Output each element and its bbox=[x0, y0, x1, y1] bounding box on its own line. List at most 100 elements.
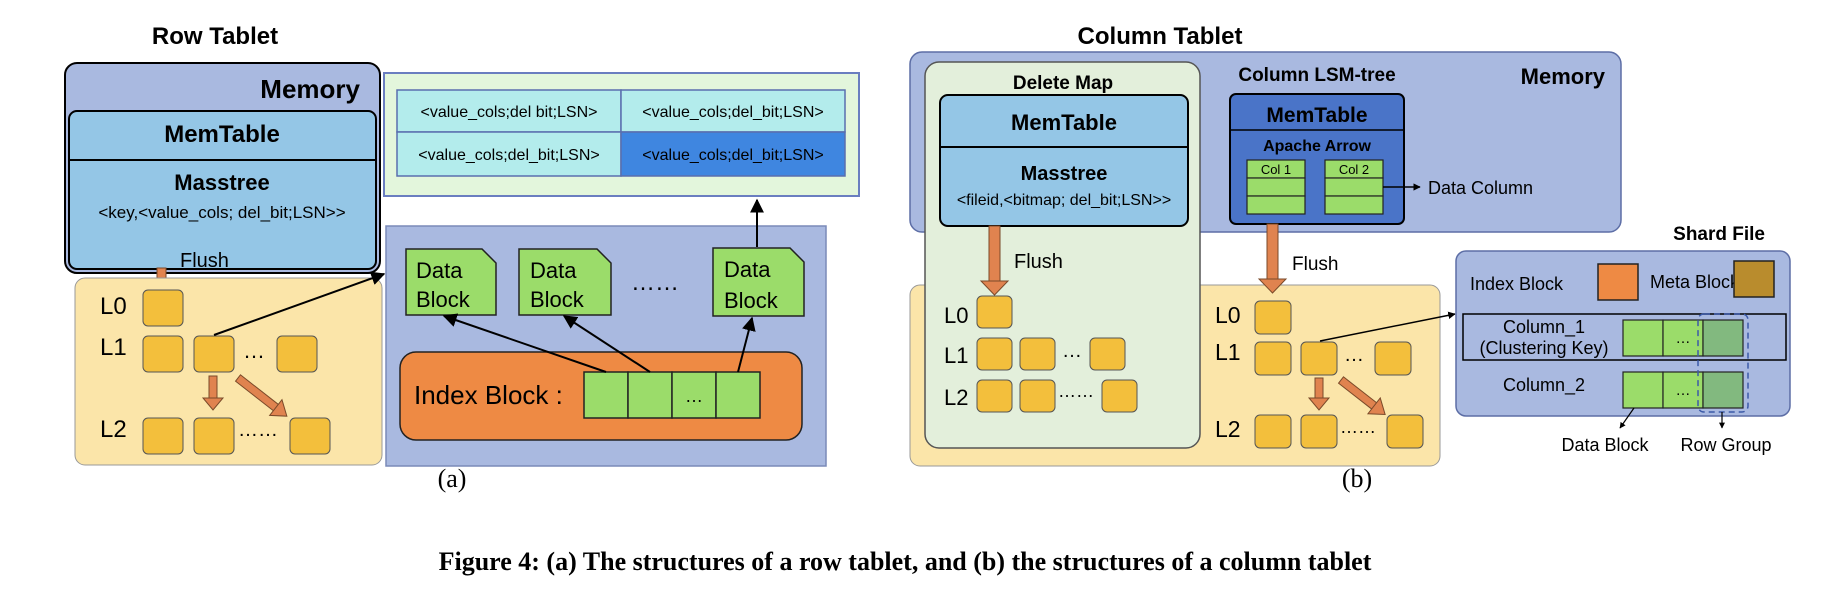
shard-meta-block-swatch bbox=[1733, 260, 1775, 298]
shard-c1-block-3 bbox=[1702, 319, 1744, 357]
column-lsm-title: Column LSM-tree bbox=[1238, 65, 1395, 86]
delete-map-flush-arrow bbox=[979, 225, 1010, 296]
lsm-l0-block bbox=[1254, 300, 1292, 335]
lsm-l2-block-2 bbox=[1300, 414, 1338, 449]
row-index-arrow-3 bbox=[737, 316, 756, 373]
lsm-l1-block-1 bbox=[1254, 341, 1292, 376]
shard-column2-label: Column_2 bbox=[1503, 375, 1585, 396]
lsm-compaction-arrow-diagonal bbox=[1337, 376, 1386, 416]
lsm-memtable-label: MemTable bbox=[1266, 104, 1367, 127]
row-sst-pointer-arrow bbox=[213, 271, 386, 336]
data-column-label: Data Column bbox=[1428, 178, 1533, 198]
row-data-block-ellipsis: …… bbox=[631, 269, 679, 296]
row-group-label: Row Group bbox=[1680, 435, 1771, 455]
row-l2-block-3 bbox=[289, 417, 331, 455]
lsm-compaction-arrow-down bbox=[1307, 377, 1331, 411]
row-index-arrow-1 bbox=[442, 313, 607, 373]
row-compaction-arrow-down bbox=[201, 375, 225, 411]
row-index-ellipsis: … bbox=[685, 386, 703, 406]
data-block-pointer bbox=[1619, 407, 1635, 429]
dm-level-l0: L0 bbox=[944, 303, 968, 328]
row-index-entries: … bbox=[583, 371, 761, 419]
shard-c2-block-2 bbox=[1662, 371, 1704, 409]
row-masstree-entry: <key,<value_cols; del_bit;LSN>> bbox=[98, 203, 345, 222]
row-memtable-box bbox=[68, 110, 377, 270]
row-l2-ellipsis: …… bbox=[238, 419, 278, 441]
dm-l1-ellipsis: … bbox=[1062, 340, 1082, 362]
dm-l1-block-2 bbox=[1019, 337, 1056, 371]
column-tablet-title: Column Tablet bbox=[1078, 23, 1243, 50]
row-memtable-label: MemTable bbox=[164, 121, 280, 148]
lsm-l1-block-3 bbox=[1374, 341, 1412, 376]
lsm-to-shard-arrow bbox=[1319, 311, 1456, 342]
svg-text:Col 1: Col 1 bbox=[1261, 162, 1291, 177]
row-level-l1: L1 bbox=[100, 334, 127, 361]
shard-c1-block-2 bbox=[1662, 319, 1704, 357]
shard-c2-block-1 bbox=[1622, 371, 1664, 409]
dm-level-l1: L1 bbox=[944, 343, 968, 368]
row-l2-block-1 bbox=[142, 417, 184, 455]
row-values-cell-1-0: <value_cols;del_bit;LSN> bbox=[418, 147, 599, 164]
row-l0-block bbox=[142, 289, 184, 327]
row-l1-block-3 bbox=[276, 335, 318, 373]
svg-text:Data: Data bbox=[724, 257, 771, 282]
lsm-l1-block-2 bbox=[1300, 341, 1338, 376]
dm-l2-block-3 bbox=[1101, 379, 1138, 413]
delete-map-title: Delete Map bbox=[1013, 73, 1113, 94]
row-values-cell-1-1: <value_cols;del_bit;LSN> bbox=[642, 147, 823, 164]
row-compaction-arrow-diagonal bbox=[234, 374, 288, 417]
lsm-l2-block-3 bbox=[1386, 414, 1424, 449]
lsm-level-l1: L1 bbox=[1215, 339, 1241, 365]
row-data-block-3: Data Block bbox=[712, 247, 805, 317]
caption-b: (b) bbox=[1342, 464, 1372, 493]
arrow-col2: Col 2 bbox=[1324, 159, 1384, 215]
row-data-block-1: Data Block bbox=[405, 248, 497, 316]
dm-l1-block-1 bbox=[976, 337, 1013, 371]
dm-l2-block-1 bbox=[976, 379, 1013, 413]
shard-index-block-swatch bbox=[1597, 263, 1639, 301]
arrow-col1: Col 1 bbox=[1246, 159, 1306, 215]
figure-caption: Figure 4: (a) The structures of a row ta… bbox=[439, 547, 1372, 576]
caption-a: (a) bbox=[438, 464, 467, 493]
delete-map-memtable bbox=[939, 94, 1189, 227]
row-index-arrow-2 bbox=[562, 315, 651, 373]
dm-level-l2: L2 bbox=[944, 385, 968, 410]
svg-text:Data: Data bbox=[530, 258, 577, 283]
row-l1-block-1 bbox=[142, 335, 184, 373]
svg-text:Col 2: Col 2 bbox=[1339, 162, 1369, 177]
shard-column1-label: Column_1 bbox=[1503, 317, 1585, 338]
shard-column1-sublabel: (Clustering Key) bbox=[1479, 338, 1608, 358]
shard-index-block-label: Index Block bbox=[1470, 274, 1564, 294]
row-values-cell-0-1: <value_cols;del_bit;LSN> bbox=[642, 104, 823, 121]
shard-c1-block-1 bbox=[1622, 319, 1664, 357]
shard-c2-ellipsis: … bbox=[1676, 382, 1691, 399]
row-values-cell-0-0: <value_cols;del bit;LSN> bbox=[421, 104, 598, 121]
lsm-l1-ellipsis: … bbox=[1344, 344, 1364, 366]
data-block-label: Data Block bbox=[1561, 435, 1649, 455]
row-data-block-2: Data Block bbox=[518, 248, 612, 316]
delete-map-flush-label: Flush bbox=[1014, 251, 1063, 273]
row-group-outline bbox=[1697, 313, 1749, 413]
row-masstree-label: Masstree bbox=[174, 170, 269, 195]
lsm-l2-block-1 bbox=[1254, 414, 1292, 449]
apache-arrow-label: Apache Arrow bbox=[1263, 138, 1371, 155]
row-index-block-label: Index Block : bbox=[414, 380, 563, 410]
lsm-flush-arrow bbox=[1257, 223, 1288, 294]
delete-map-memtable-label: MemTable bbox=[1011, 110, 1117, 135]
shard-column1-row bbox=[1462, 313, 1787, 361]
row-values-table: <value_cols;del bit;LSN> <value_cols;del… bbox=[396, 89, 846, 177]
row-tablet-title: Row Tablet bbox=[152, 23, 278, 50]
row-l1-block-2 bbox=[193, 335, 235, 373]
col-memory-label: Memory bbox=[1521, 64, 1606, 89]
svg-text:Block: Block bbox=[530, 287, 585, 312]
row-l1-ellipsis: … bbox=[243, 338, 265, 363]
shard-meta-block-label: Meta Block bbox=[1650, 272, 1740, 292]
row-flush-label: Flush bbox=[180, 250, 229, 272]
shard-c2-block-3 bbox=[1702, 371, 1744, 409]
dm-l0-block bbox=[976, 295, 1013, 329]
row-level-l2: L2 bbox=[100, 416, 127, 443]
lsm-l2-ellipsis: …… bbox=[1340, 417, 1376, 437]
delete-map-masstree-label: Masstree bbox=[1021, 163, 1108, 185]
lsm-flush-label: Flush bbox=[1292, 254, 1338, 275]
